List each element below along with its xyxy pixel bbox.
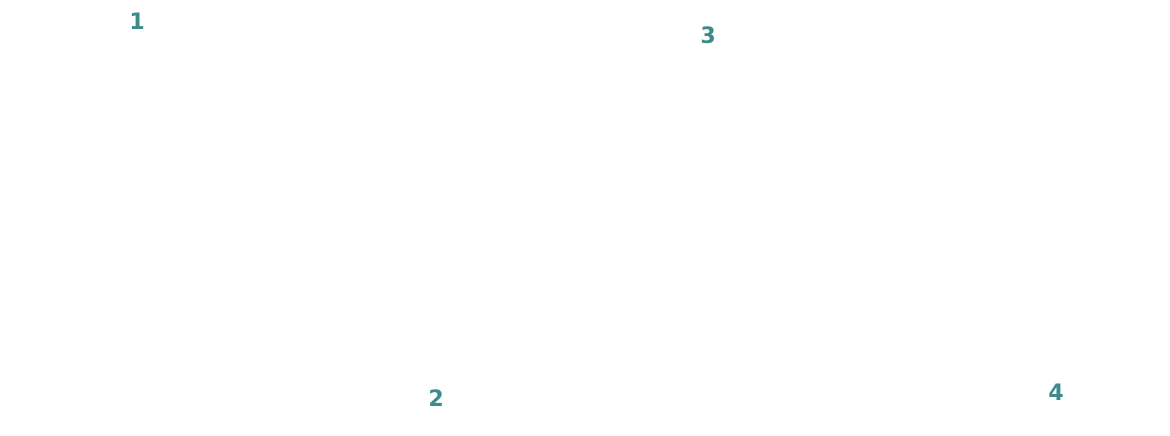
- marker-1: 1: [129, 10, 145, 35]
- marker-3: 3: [700, 24, 716, 49]
- marker-4: 4: [1048, 381, 1064, 406]
- marker-2: 2: [428, 387, 444, 412]
